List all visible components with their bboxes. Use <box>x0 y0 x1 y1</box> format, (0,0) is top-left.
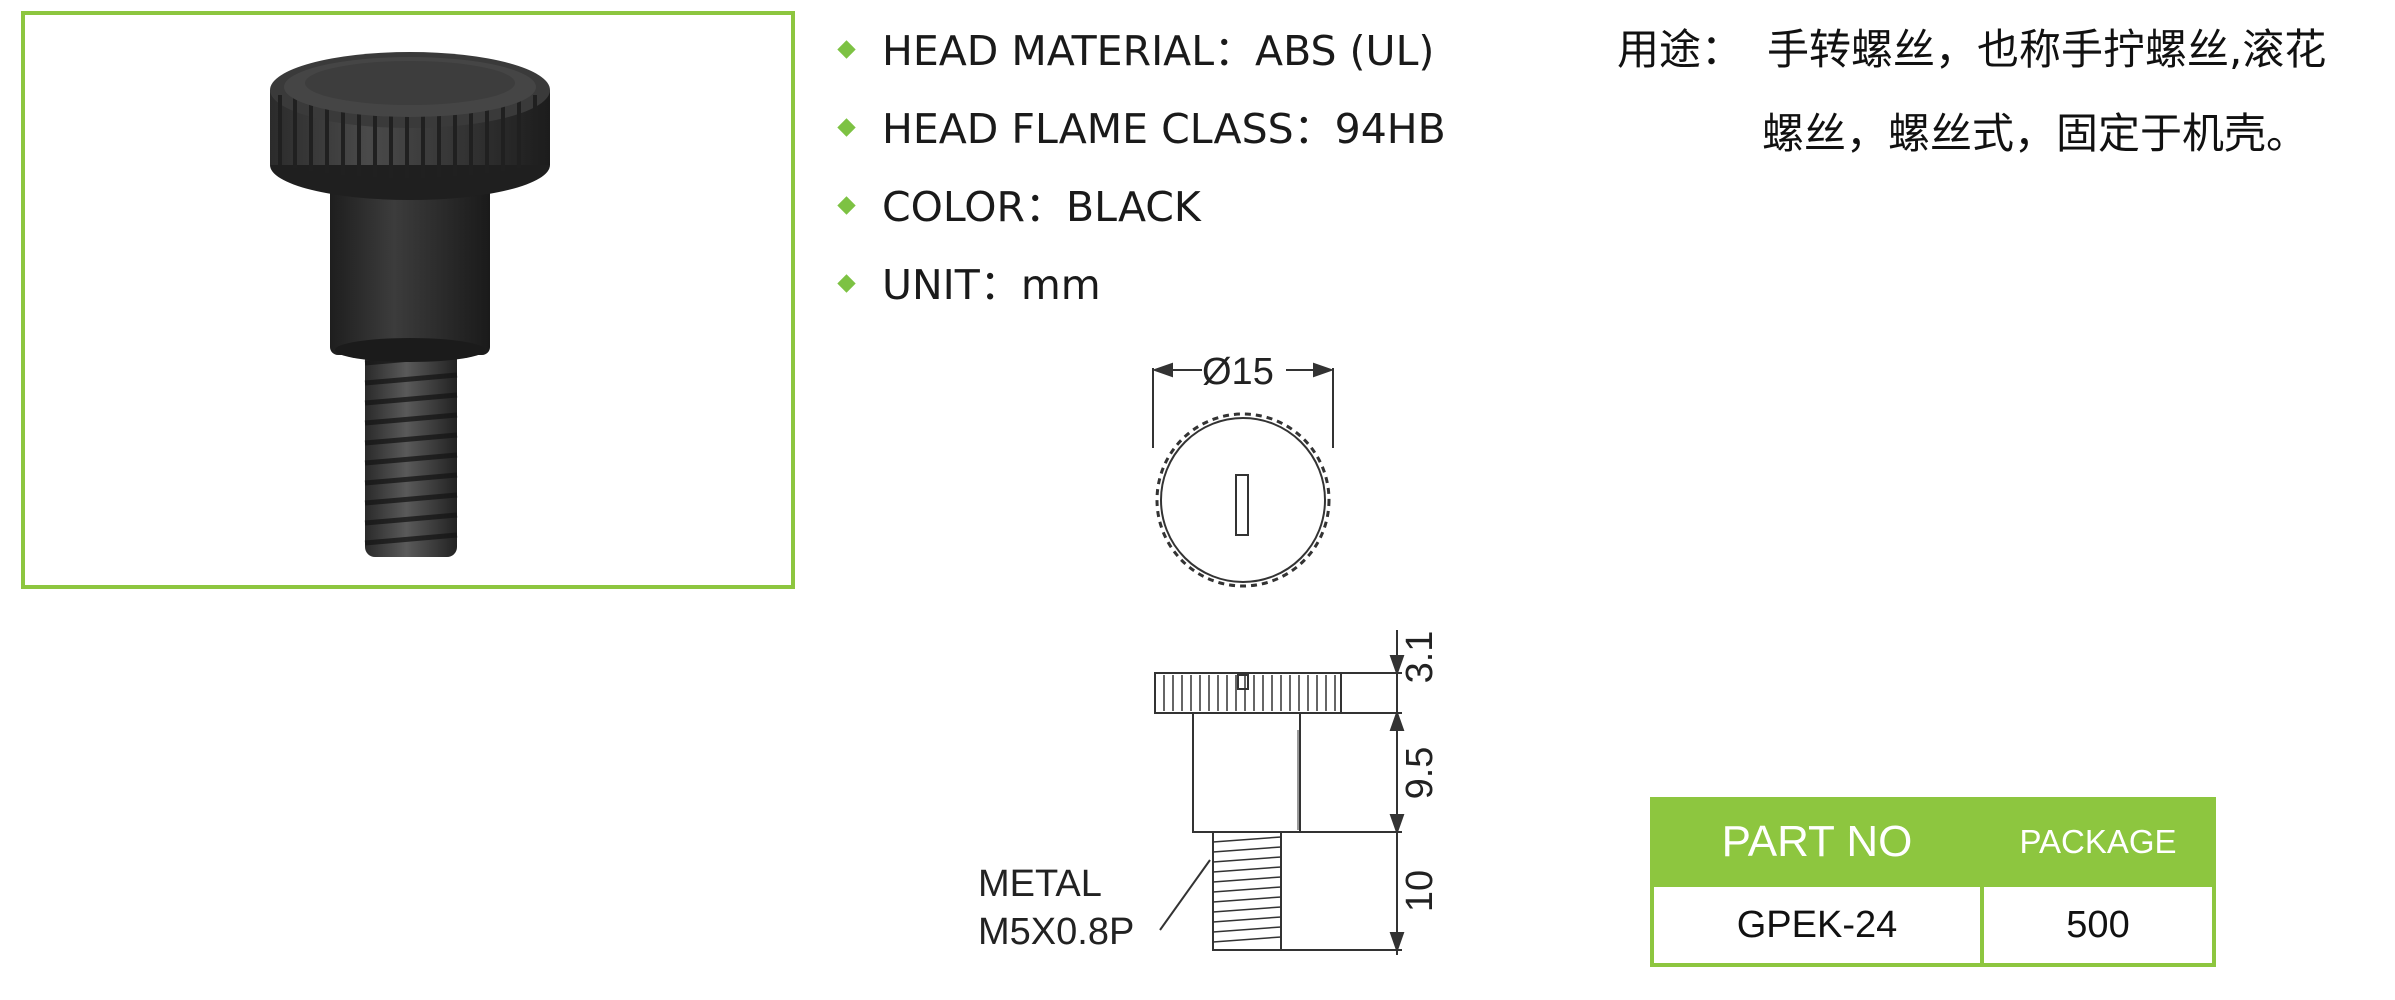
thread-length-dimension: 10 <box>1399 870 1441 912</box>
header-part-no: PART NO <box>1650 797 1984 887</box>
spec-value: ABS (UL) <box>1255 27 1435 75</box>
spec-label: HEAD MATERIAL <box>882 27 1215 75</box>
spec-label: COLOR <box>882 183 1026 231</box>
head-height-dimension: 3.1 <box>1399 631 1441 684</box>
spec-separator: ： <box>1025 183 1067 231</box>
part-number-cell: GPEK-24 <box>1650 883 1984 967</box>
thumb-screw-photo-icon <box>270 52 550 557</box>
header-package: PACKAGE <box>1980 797 2216 887</box>
technical-drawing: Ø15 <box>978 351 1441 955</box>
thread-spec-label: M5X0.8P <box>978 911 1134 953</box>
usage-line-1: 用途： 手转螺丝，也称手拧螺丝,滚花 <box>1617 14 2387 98</box>
usage-line-2: 螺丝，螺丝式，固定于机壳。 <box>1617 98 2387 182</box>
usage-label: 用途： <box>1617 25 1744 74</box>
spec-separator: ： <box>979 261 1021 309</box>
diamond-bullet-icon <box>837 274 856 293</box>
diamond-bullet-icon <box>837 196 856 215</box>
spec-value: 94HB <box>1334 105 1446 153</box>
part-table: PART NO PACKAGE GPEK-24 500 <box>1650 797 2216 967</box>
usage-text-2: 螺丝，螺丝式，固定于机壳。 <box>1762 109 2309 158</box>
diamond-bullet-icon <box>837 118 856 137</box>
metal-label: METAL <box>978 863 1102 905</box>
diamond-bullet-icon <box>837 40 856 59</box>
product-photo-frame <box>21 11 795 589</box>
spec-color: COLOR：BLACK <box>830 168 1446 246</box>
part-table-header: PART NO PACKAGE <box>1650 797 2216 887</box>
spec-unit: UNIT：mm <box>830 246 1446 324</box>
usage-text-1: 手转螺丝，也称手拧螺丝,滚花 <box>1767 25 2327 74</box>
spec-separator: ： <box>1293 105 1335 153</box>
shoulder-height-dimension: 9.5 <box>1399 747 1441 800</box>
spec-head-flame-class: HEAD FLAME CLASS：94HB <box>830 90 1446 168</box>
table-row: GPEK-24 500 <box>1650 883 2216 967</box>
spec-separator: ： <box>1214 27 1256 75</box>
diameter-label: Ø15 <box>1202 351 1274 393</box>
spec-label: UNIT <box>882 261 980 309</box>
spec-label: HEAD FLAME CLASS <box>882 105 1294 153</box>
usage-description: 用途： 手转螺丝，也称手拧螺丝,滚花 螺丝，螺丝式，固定于机壳。 <box>1617 14 2387 182</box>
spec-value: mm <box>1020 261 1101 309</box>
spec-list: HEAD MATERIAL：ABS (UL) HEAD FLAME CLASS：… <box>830 12 1446 324</box>
package-cell: 500 <box>1980 883 2216 967</box>
spec-head-material: HEAD MATERIAL：ABS (UL) <box>830 12 1446 90</box>
spec-value: BLACK <box>1066 183 1201 231</box>
